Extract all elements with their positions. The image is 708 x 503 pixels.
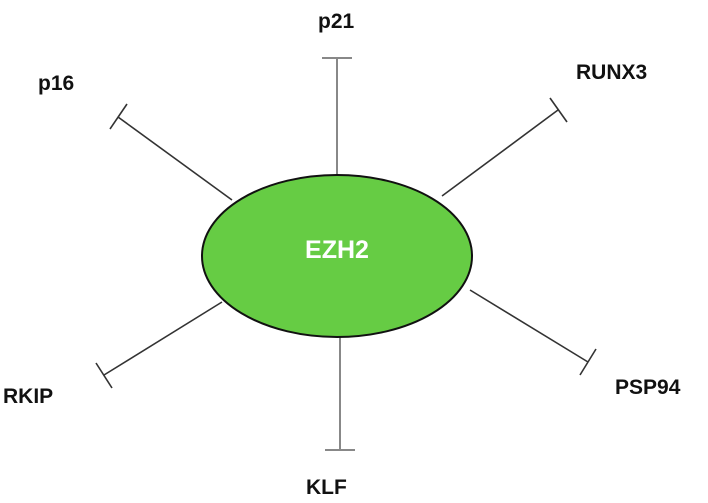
inhibition-bar-p16 [109, 103, 128, 130]
edge-klf [325, 336, 355, 451]
target-label-runx3: RUNX3 [576, 61, 648, 84]
target-label-p16: p16 [38, 72, 75, 95]
ezh2-node [201, 174, 473, 338]
edge-p21 [322, 57, 352, 176]
ezh2-node-label: EZH2 [305, 236, 369, 264]
edge-p16 [109, 103, 233, 201]
edge-runx3 [441, 97, 568, 197]
inhibition-bar-runx3 [549, 97, 568, 123]
edge-psp94 [469, 289, 597, 376]
inhibition-bar-rkip [95, 362, 113, 389]
target-label-klf: KLF [306, 476, 347, 499]
edge-line-p16 [117, 116, 233, 201]
target-label-p21: p21 [318, 10, 355, 33]
inhibition-bar-psp94 [579, 348, 597, 376]
target-label-rkip: RKIP [3, 385, 54, 408]
edge-line-rkip [103, 301, 223, 376]
edge-line-runx3 [441, 109, 559, 197]
target-label-psp94: PSP94 [615, 376, 681, 399]
edge-line-psp94 [469, 289, 589, 363]
edge-rkip [95, 301, 223, 389]
